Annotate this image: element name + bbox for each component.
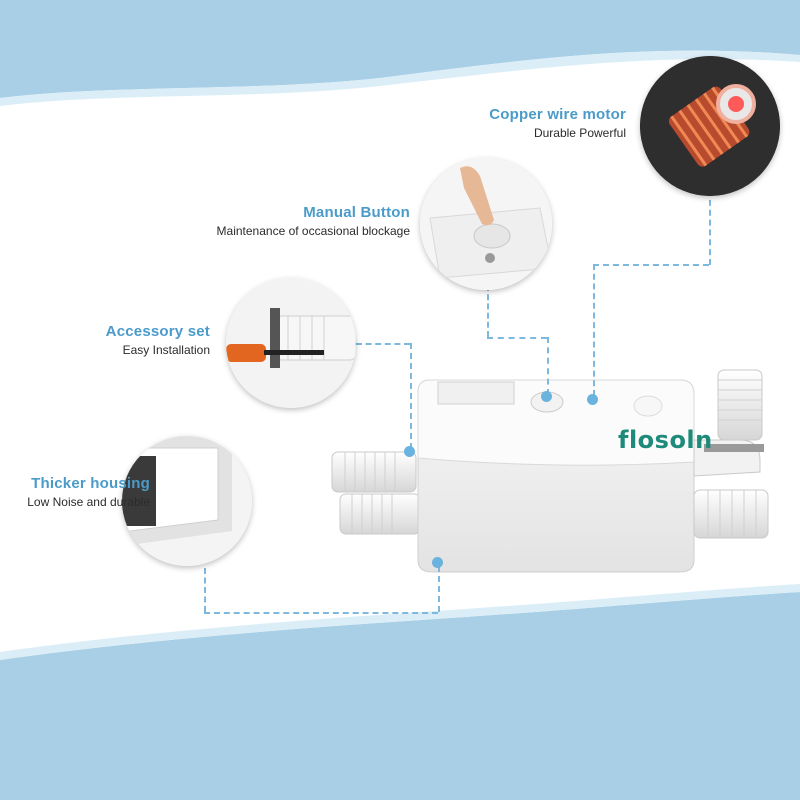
- connector-accessory-v: [410, 343, 412, 449]
- copper-motor-icon: [640, 56, 780, 196]
- marker-dot-housing: [432, 557, 443, 568]
- inlet-pipe-upper: [331, 451, 417, 493]
- callout-accessory-set: Accessory set Easy Installation: [106, 323, 210, 357]
- screwdriver-icon: [226, 278, 356, 408]
- marker-dot-motor: [587, 394, 598, 405]
- connector-motor-v2: [593, 264, 595, 396]
- detail-accessory-image: [226, 278, 356, 408]
- inlet-pipe-lower: [339, 493, 421, 535]
- detail-motor-image: [640, 56, 780, 196]
- callout-subtitle: Low Noise and durable: [27, 495, 150, 509]
- detail-housing-image: [122, 436, 252, 566]
- marker-dot-accessory: [404, 446, 415, 457]
- connector-motor: [593, 264, 709, 266]
- connector-accessory-h: [356, 343, 410, 345]
- housing-corner-icon: [122, 436, 252, 566]
- marker-dot-button: [541, 391, 552, 402]
- side-inlet-pipe: [693, 489, 769, 539]
- connector-button-h: [487, 337, 547, 339]
- connector-housing-h: [204, 612, 438, 614]
- brand-logo: flosoln: [618, 426, 713, 454]
- manual-button-icon: [420, 158, 552, 290]
- callout-title: Thicker housing: [31, 475, 150, 492]
- callout-title: Accessory set: [105, 323, 210, 340]
- detail-button-image: [420, 158, 552, 290]
- callout-title: Copper wire motor: [489, 106, 626, 123]
- callout-manual-button: Manual Button Maintenance of occasional …: [217, 204, 410, 238]
- callout-copper-motor: Copper wire motor Durable Powerful: [489, 106, 626, 140]
- connector-housing-v1: [204, 568, 206, 612]
- callout-thicker-housing: Thicker housing Low Noise and durable: [27, 475, 150, 509]
- callout-subtitle: Easy Installation: [122, 343, 210, 357]
- connector-housing-v2: [438, 566, 440, 612]
- callout-subtitle: Maintenance of occasional blockage: [216, 224, 410, 238]
- connector-motor-v1: [709, 190, 711, 265]
- outlet-pipe: [693, 369, 764, 477]
- callout-subtitle: Durable Powerful: [533, 126, 626, 140]
- callout-title: Manual Button: [303, 204, 410, 221]
- connector-button-v1: [487, 285, 489, 337]
- connector-button-v2: [547, 337, 549, 395]
